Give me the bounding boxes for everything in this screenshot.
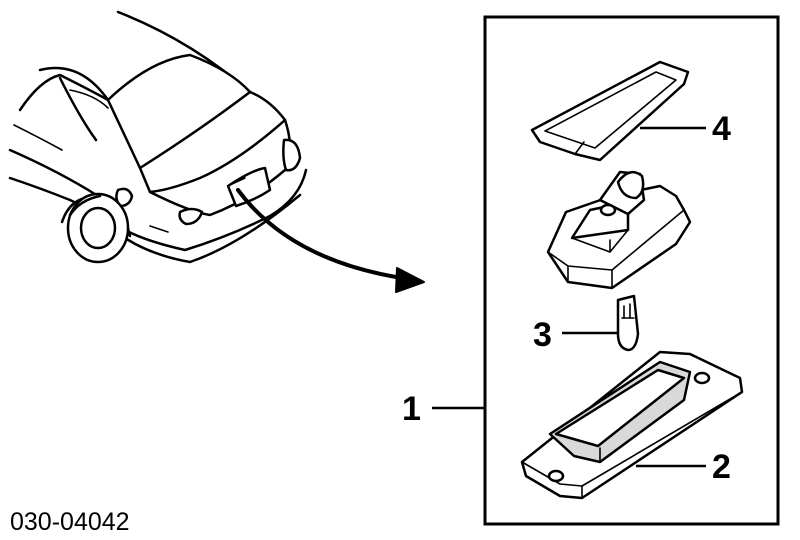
callout-4: 4 (712, 110, 731, 148)
bulb-part (616, 294, 640, 352)
diagram-part-number: 030-04042 (10, 508, 130, 536)
lamp-socket-part (546, 170, 692, 290)
lens-part (530, 60, 690, 162)
lamp-housing-part (520, 350, 744, 500)
callout-3: 3 (533, 316, 552, 354)
vehicle-rear-illustration (8, 10, 308, 264)
callout-2: 2 (712, 448, 731, 486)
location-arrow (236, 188, 425, 293)
exploded-view-frame (483, 15, 780, 526)
callout-1: 1 (402, 390, 421, 428)
